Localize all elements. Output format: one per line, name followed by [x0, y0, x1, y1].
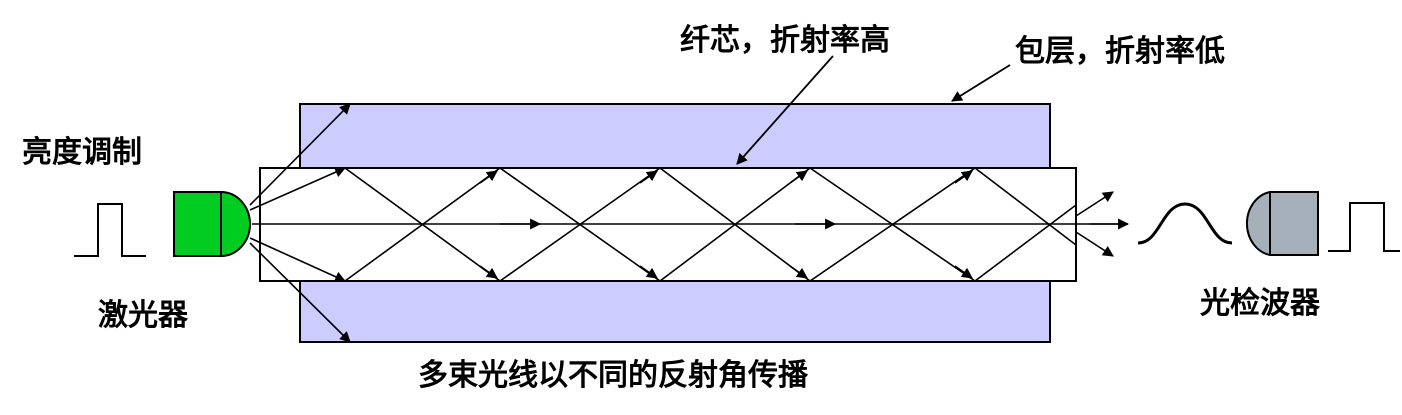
laser-icon — [173, 191, 251, 257]
cladding-label-arrow — [951, 64, 1011, 102]
cladding-label: 包层，折射率低 — [1015, 34, 1225, 69]
ray-arrow — [639, 265, 658, 279]
laser-label: 激光器 — [98, 298, 189, 333]
ray-arrow — [479, 265, 498, 279]
photodetector-icon — [1246, 191, 1319, 256]
output-signal-icon — [1137, 202, 1233, 245]
ray-arrow — [954, 265, 973, 279]
ray-arrow — [789, 265, 808, 279]
core-label-arrow — [736, 55, 834, 165]
input-pulse-icon — [74, 203, 146, 257]
ray-to-core-bottom — [249, 237, 347, 282]
label-arrows — [736, 55, 1011, 165]
caption-label: 多束光线以不同的反射角传播 — [418, 358, 809, 393]
ray-arrows — [479, 170, 973, 279]
ray-to-core-top — [249, 166, 347, 211]
ray-to-cladding-top — [249, 103, 351, 206]
ray-arrow — [789, 170, 808, 184]
ray-to-cladding-bottom — [249, 242, 351, 343]
ray-arrow — [954, 170, 973, 184]
detector-label: 光检波器 — [1200, 286, 1321, 321]
exit-ray-down — [1075, 231, 1114, 257]
ray-arrow — [479, 170, 498, 184]
output-pulse-icon — [1328, 202, 1400, 252]
exit-ray-up — [1075, 191, 1114, 217]
laser-rays — [249, 103, 1130, 343]
core-label: 纤芯，折射率高 — [680, 23, 890, 58]
ray-arrow — [639, 170, 658, 184]
modulation-label: 亮度调制 — [22, 135, 142, 170]
exit-rays — [1075, 191, 1114, 257]
